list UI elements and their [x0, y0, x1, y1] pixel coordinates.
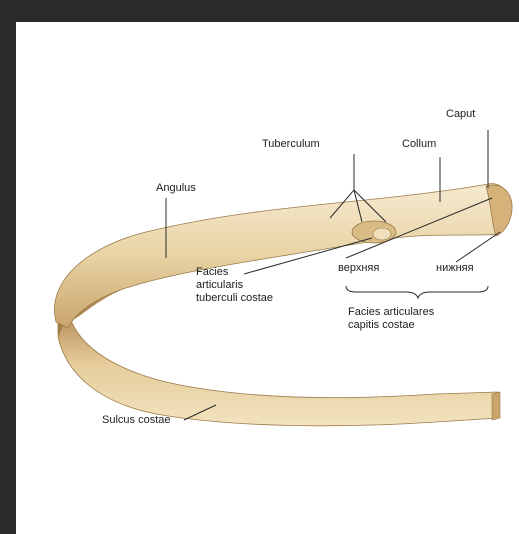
diagram-canvas: Caput Collum Tuberculum Angulus Facies a…: [16, 22, 519, 534]
label-angulus: Angulus: [156, 182, 196, 195]
label-facies-tuberculi-line-2: articularis: [196, 279, 273, 292]
label-facies-capitis-line-1: Facies articulares: [348, 306, 434, 319]
label-nizhnyaya: нижняя: [436, 262, 474, 275]
label-collum: Collum: [402, 138, 436, 151]
brace-facies-capitis: [346, 286, 488, 298]
label-facies-capitis-line-2: capitis costae: [348, 319, 434, 332]
label-facies-articularis-tuberculi: Facies articularis tuberculi costae: [196, 266, 273, 305]
label-facies-tuberculi-line-3: tuberculi costae: [196, 292, 273, 305]
tubercle-facet-shape: [373, 228, 391, 240]
label-facies-tuberculi-line-1: Facies: [196, 266, 273, 279]
leader-nizhnyaya: [456, 232, 500, 262]
label-tuberculum: Tuberculum: [262, 138, 320, 151]
rib-shaft-upper: [54, 184, 508, 328]
rib-anterior-end: [492, 392, 500, 420]
label-caput: Caput: [446, 108, 475, 121]
label-facies-articulares-capitis: Facies articulares capitis costae: [348, 306, 434, 332]
label-sulcus-costae: Sulcus costae: [102, 414, 170, 427]
label-verkhnyaya: верхняя: [338, 262, 379, 275]
